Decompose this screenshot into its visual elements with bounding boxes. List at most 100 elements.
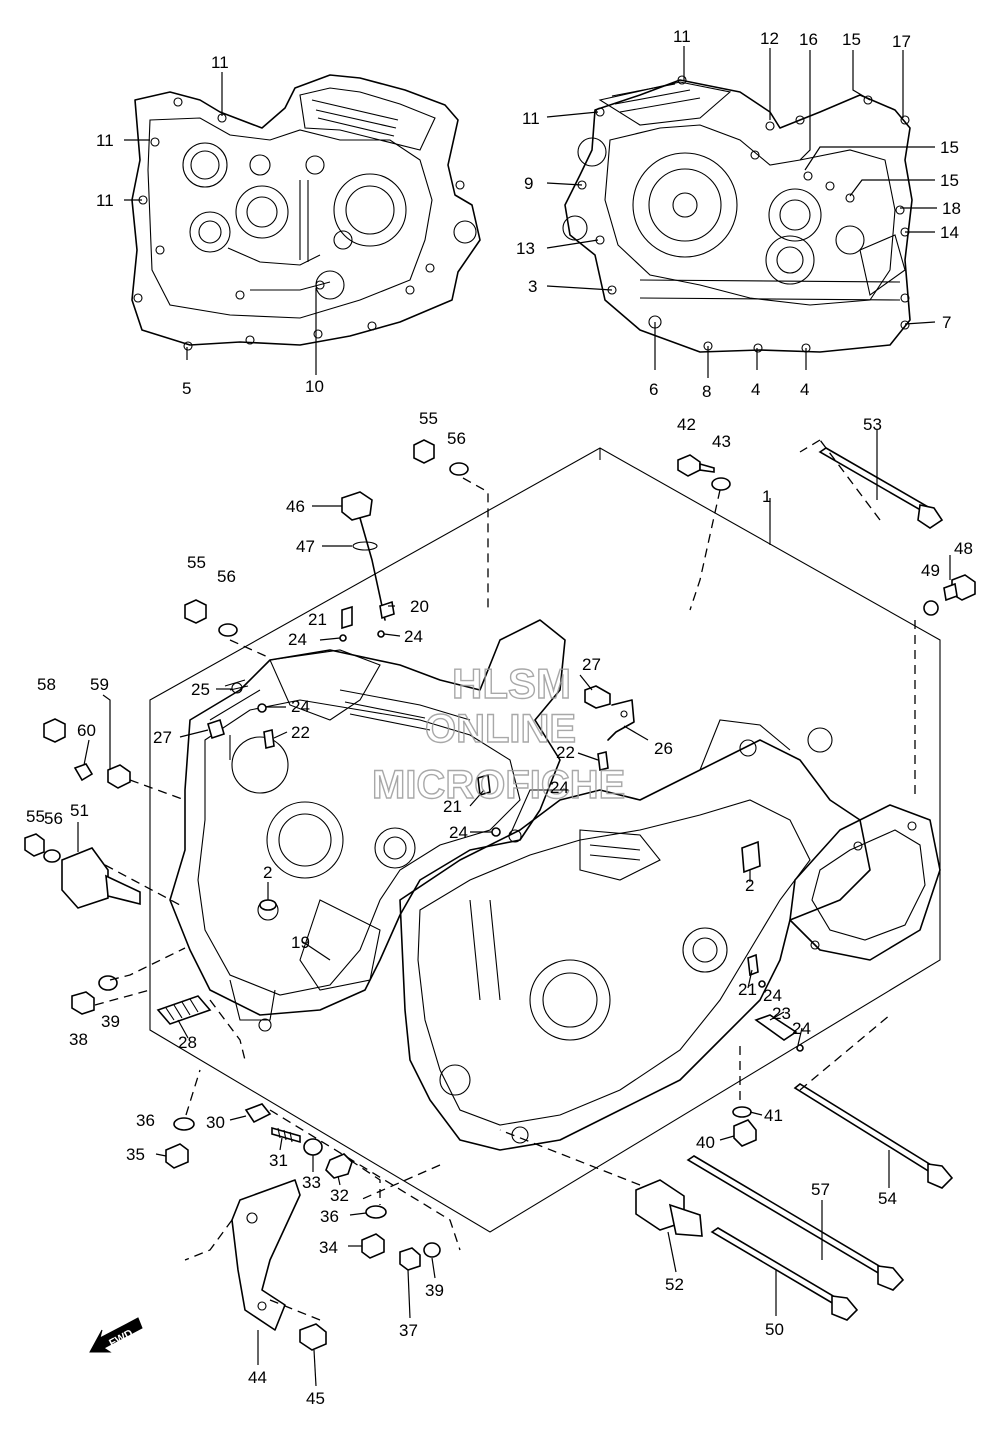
callout-label: 35	[126, 1145, 145, 1164]
callout-label: 7	[942, 313, 951, 332]
side-cover	[789, 804, 941, 961]
left-crankcase-half-view	[131, 74, 481, 351]
callout-label: 3	[528, 277, 537, 296]
right-crankcase-half-view	[562, 75, 913, 353]
callout-label: 60	[77, 721, 96, 740]
callout-label: 24	[449, 823, 468, 842]
callout-label: 56	[44, 809, 63, 828]
callout-label: 40	[696, 1133, 715, 1152]
callout-label: 15	[940, 138, 959, 157]
callout-label: 11	[96, 131, 114, 150]
callout-label: 2	[745, 876, 754, 895]
callout-label: 11	[96, 191, 114, 210]
callout-label: 52	[665, 1275, 684, 1294]
callout-label: 30	[206, 1113, 225, 1132]
forward-direction-arrow: FWD	[89, 1317, 143, 1353]
right-crankcase-main	[399, 719, 871, 1151]
callout-label: 24	[550, 778, 569, 797]
callout-label: 4	[800, 380, 809, 399]
callout-label: 22	[291, 723, 310, 742]
callout-label: 51	[70, 801, 89, 820]
callout-label: 53	[863, 415, 882, 434]
callout-label: 49	[921, 561, 940, 580]
callout-label: 24	[404, 627, 423, 646]
callout-label: 25	[191, 680, 210, 699]
callout-label: 27	[582, 655, 601, 674]
callout-label: 34	[319, 1238, 338, 1257]
callout-leaders	[77, 46, 951, 1387]
callout-label: 27	[153, 728, 172, 747]
callout-label: 44	[248, 1368, 267, 1387]
callout-label: 15	[842, 30, 861, 49]
watermark-line-2: ONLINE	[425, 707, 576, 751]
callout-label: 9	[524, 174, 533, 193]
callout-label: 23	[772, 1004, 791, 1023]
callout-label: 2	[263, 863, 272, 882]
cover-plate-44	[231, 1179, 301, 1331]
callout-label: 57	[811, 1180, 830, 1199]
callout-label: 17	[892, 32, 911, 51]
callout-label: 56	[217, 567, 236, 586]
callout-label: 6	[649, 380, 658, 399]
watermark-line-3: MICROFICHE	[372, 763, 625, 807]
callout-label: 11	[673, 27, 691, 46]
callout-label: 54	[878, 1189, 897, 1208]
callout-label: 43	[712, 432, 731, 451]
callout-label: 24	[291, 697, 310, 716]
left-crankcase-main	[169, 619, 566, 1032]
watermark: HLSM ONLINE MICROFICHE	[371, 659, 626, 807]
callout-label: 37	[399, 1321, 418, 1340]
callout-labels: 11 11 11 11 11 5 10 12 16 15 17 15 15 9 …	[26, 27, 973, 1408]
callout-label: 38	[69, 1030, 88, 1049]
callout-label: 59	[90, 675, 109, 694]
callout-label: 47	[296, 537, 315, 556]
fwd-label: FWD	[107, 1327, 135, 1349]
callout-label: 56	[447, 429, 466, 448]
callout-label: 12	[760, 29, 779, 48]
callout-label: 48	[954, 539, 973, 558]
callout-label: 10	[305, 377, 324, 396]
callout-label: 21	[738, 980, 757, 999]
callout-label: 4	[751, 380, 760, 399]
callout-label: 20	[410, 597, 429, 616]
callout-label: 24	[763, 986, 782, 1005]
callout-label: 41	[764, 1106, 783, 1125]
callout-label: 45	[306, 1389, 325, 1408]
callout-label: 21	[443, 797, 462, 816]
callout-label: 39	[425, 1281, 444, 1300]
callout-label: 24	[792, 1019, 811, 1038]
callout-label: 31	[269, 1151, 288, 1170]
callout-label: 39	[101, 1012, 120, 1031]
assembly-outline	[149, 447, 941, 1233]
callout-label: 22	[556, 743, 575, 762]
callout-label: 55	[26, 807, 45, 826]
callout-label: 32	[330, 1186, 349, 1205]
callout-label: 11	[522, 109, 540, 128]
callout-label: 14	[940, 223, 959, 242]
callout-label: 5	[182, 379, 191, 398]
callout-label: 24	[288, 630, 307, 649]
callout-label: 46	[286, 497, 305, 516]
callout-label: 26	[654, 739, 673, 758]
callout-label: 21	[308, 610, 327, 629]
callout-label: 36	[320, 1207, 339, 1226]
callout-label: 33	[302, 1173, 321, 1192]
callout-label: 36	[136, 1111, 155, 1130]
callout-label: 13	[516, 239, 535, 258]
callout-label: 1	[762, 487, 771, 506]
callout-label: 15	[940, 171, 959, 190]
callout-label: 28	[178, 1033, 197, 1052]
callout-label: 50	[765, 1320, 784, 1339]
small-parts	[24, 439, 976, 1351]
callout-label: 55	[187, 553, 206, 572]
guide-lines	[94, 439, 916, 1321]
callout-label: 55	[419, 409, 438, 428]
callout-label: 19	[291, 933, 310, 952]
watermark-line-1: HLSM	[452, 660, 571, 707]
callout-label: 18	[942, 199, 961, 218]
callout-label: 58	[37, 675, 56, 694]
callout-label: 16	[799, 30, 818, 49]
callout-label: 8	[702, 382, 711, 401]
callout-label: 11	[211, 53, 229, 72]
